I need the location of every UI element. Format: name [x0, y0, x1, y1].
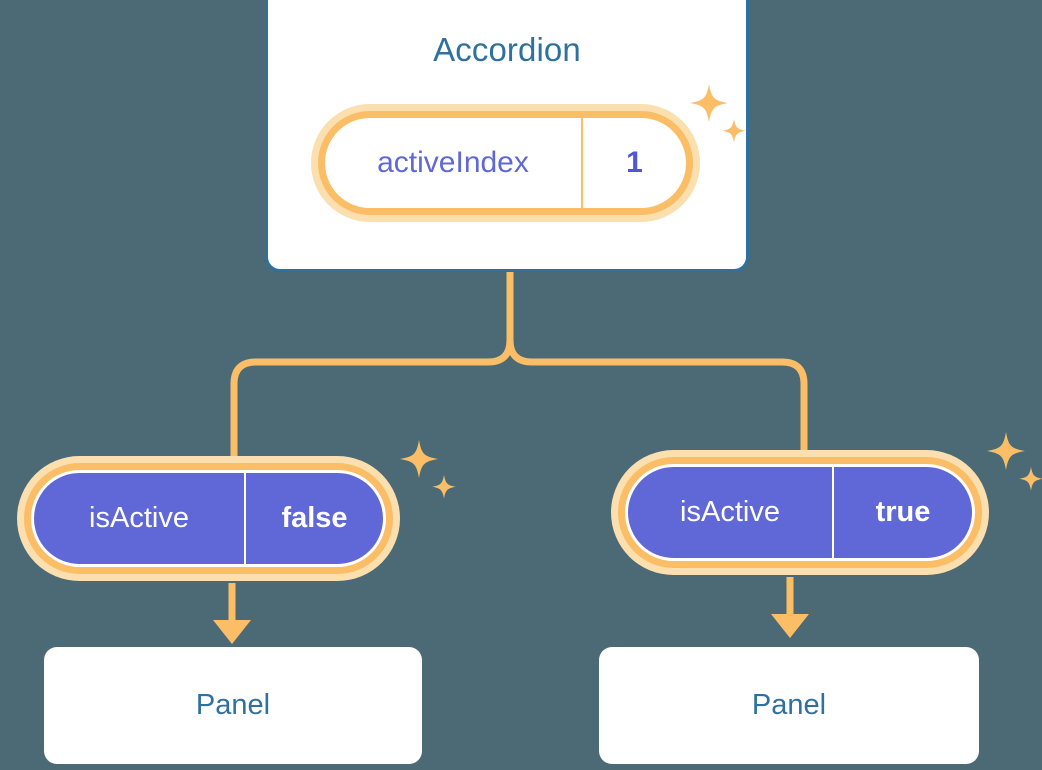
sparkle-four-point-small-icon [1019, 467, 1042, 491]
sparkle-four-point-large-icon [987, 432, 1025, 470]
arrow-down-icon-right [771, 577, 809, 638]
sparkle-group-right [983, 432, 1042, 507]
arrow-down-icon-left [213, 583, 251, 644]
panel-component-card-left[interactable]: Panel [44, 647, 422, 764]
prop-pill-active-index[interactable]: activeIndex 1 [318, 111, 693, 215]
prop-pill-is-active-false[interactable]: isActive false [31, 470, 386, 567]
prop-key-is-active-left: isActive [34, 473, 246, 564]
panel-title-right: Panel [751, 689, 827, 721]
sparkle-four-point-small-icon [432, 475, 456, 499]
prop-pill-is-active-true[interactable]: isActive true [625, 464, 975, 561]
accordion-title: Accordion [433, 31, 581, 68]
panel-component-card-right[interactable]: Panel [599, 647, 979, 764]
prop-value-is-active-right: true [875, 496, 931, 528]
panel-title-left: Panel [195, 689, 271, 721]
prop-value-active-index: 1 [626, 146, 643, 179]
connector-branch-right [506, 336, 808, 459]
connector-stem [230, 268, 514, 464]
prop-key-is-active-right: isActive [628, 467, 834, 558]
sparkle-four-point-large-icon [400, 440, 438, 478]
prop-key-active-index: activeIndex [325, 118, 583, 208]
prop-value-is-active-left: false [281, 502, 348, 534]
sparkle-group-left [396, 440, 466, 515]
